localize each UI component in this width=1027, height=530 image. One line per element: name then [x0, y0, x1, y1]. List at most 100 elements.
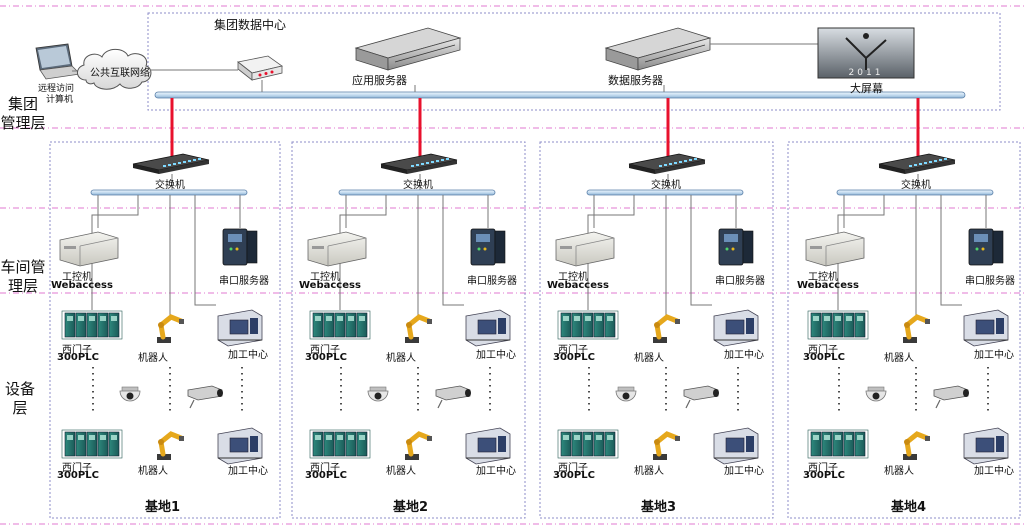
- robot-label-2: 机器人: [634, 466, 664, 477]
- robot-label-2: 机器人: [884, 466, 914, 477]
- base-name: 基地2: [393, 500, 429, 515]
- plc-model-label-2: 300PLC: [803, 470, 845, 481]
- plc-icon: [61, 310, 123, 340]
- plc-label-1: 西门子: [558, 345, 588, 356]
- plc-icon: [61, 429, 123, 459]
- ipc-label: 工控机: [62, 272, 92, 283]
- app-server-label: 应用服务器: [352, 74, 407, 87]
- switch-icon: [878, 153, 956, 174]
- dome-camera-icon: [119, 386, 141, 402]
- bullet-camera-icon: [933, 385, 969, 409]
- base-1: [59, 98, 263, 465]
- base-box-1: [49, 141, 281, 519]
- serial-server-icon: [718, 228, 754, 266]
- bullet-camera-icon: [187, 385, 223, 409]
- plc-icon: [309, 429, 371, 459]
- cnc-label-2: 加工中心: [724, 466, 764, 477]
- plc-model-label-1: 300PLC: [803, 352, 845, 363]
- cnc-machine-icon: [713, 309, 759, 347]
- bases-layer: [59, 98, 1009, 465]
- robot-arm-icon: [405, 314, 432, 343]
- data-server-icon: [604, 27, 712, 71]
- base-boxes: [49, 141, 1021, 519]
- data-server-label: 数据服务器: [608, 74, 663, 87]
- webaccess-label: Webaccess: [51, 280, 113, 291]
- cnc-label-2: 加工中心: [974, 466, 1014, 477]
- cnc-label-1: 加工中心: [228, 350, 268, 361]
- base-box-3: [539, 141, 774, 519]
- cnc-label-1: 加工中心: [476, 350, 516, 361]
- plc-model-label-1: 300PLC: [553, 352, 595, 363]
- plc-icon: [807, 429, 869, 459]
- serial-server-icon: [968, 228, 1004, 266]
- plc-model-label-2: 300PLC: [553, 470, 595, 481]
- robot-arm-icon: [405, 431, 432, 460]
- group-network-bus: [154, 91, 966, 99]
- cloud-label: 公共互联网络: [90, 68, 150, 79]
- switch-icon: [380, 153, 458, 174]
- industrial-pc-icon: [307, 231, 367, 267]
- webaccess-label: Webaccess: [299, 280, 361, 291]
- plc-model-label-1: 300PLC: [57, 352, 99, 363]
- layer-label-workshop: 车间管 理层: [0, 258, 46, 295]
- base-network-bus: [338, 189, 496, 196]
- robot-label-2: 机器人: [386, 466, 416, 477]
- serial-server-label: 串口服务器: [715, 276, 765, 287]
- plc-icon: [557, 429, 619, 459]
- ipc-label: 工控机: [808, 272, 838, 283]
- robot-arm-icon: [653, 431, 680, 460]
- cnc-machine-icon: [217, 309, 263, 347]
- base-3: [555, 98, 759, 465]
- cnc-machine-icon: [713, 427, 759, 465]
- serial-server-label: 串口服务器: [467, 276, 517, 287]
- robot-label-1: 机器人: [386, 353, 416, 364]
- plc-label-2: 西门子: [808, 463, 838, 474]
- switch-icon: [132, 153, 210, 174]
- webaccess-label: Webaccess: [547, 280, 609, 291]
- cnc-machine-icon: [963, 309, 1009, 347]
- switch-label: 交换机: [651, 180, 681, 191]
- big-screen-year: 2011: [849, 68, 884, 78]
- laptop-icon: [35, 43, 81, 80]
- layer-label-group: 集团 管理层: [0, 95, 46, 132]
- plc-icon: [309, 310, 371, 340]
- robot-arm-icon: [653, 314, 680, 343]
- cnc-machine-icon: [963, 427, 1009, 465]
- plc-label-1: 西门子: [62, 345, 92, 356]
- big-screen-icon: [817, 27, 915, 79]
- router-icon: [237, 55, 283, 81]
- bullet-camera-icon: [435, 385, 471, 409]
- cnc-label-2: 加工中心: [476, 466, 516, 477]
- ipc-label: 工控机: [558, 272, 588, 283]
- remote-computer-label-2: 计算机: [46, 95, 74, 105]
- base-network-bus: [586, 189, 744, 196]
- serial-server-icon: [470, 228, 506, 266]
- dome-camera-icon: [367, 386, 389, 402]
- base-name: 基地4: [891, 500, 927, 515]
- cnc-label-2: 加工中心: [228, 466, 268, 477]
- big-screen-label: 大屏幕: [850, 82, 883, 95]
- layer-label-device: 设备 层: [4, 380, 35, 417]
- base-network-bus: [836, 189, 994, 196]
- cnc-machine-icon: [217, 427, 263, 465]
- application-server-icon: [354, 27, 462, 71]
- base-2: [307, 98, 511, 465]
- webaccess-label: Webaccess: [797, 280, 859, 291]
- cnc-label-1: 加工中心: [974, 350, 1014, 361]
- switch-icon: [628, 153, 706, 174]
- data-center-box: [147, 12, 1001, 111]
- dome-camera-icon: [865, 386, 887, 402]
- robot-arm-icon: [903, 314, 930, 343]
- serial-server-label: 串口服务器: [965, 276, 1015, 287]
- industrial-pc-icon: [805, 231, 865, 267]
- switch-label: 交换机: [901, 180, 931, 191]
- data-center-title: 集团数据中心: [214, 18, 287, 32]
- industrial-pc-icon: [555, 231, 615, 267]
- cnc-machine-icon: [465, 427, 511, 465]
- plc-label-2: 西门子: [310, 463, 340, 474]
- base-name: 基地1: [145, 500, 181, 515]
- robot-arm-icon: [157, 431, 184, 460]
- cnc-label-1: 加工中心: [724, 350, 764, 361]
- serial-server-icon: [222, 228, 258, 266]
- serial-server-label: 串口服务器: [219, 276, 269, 287]
